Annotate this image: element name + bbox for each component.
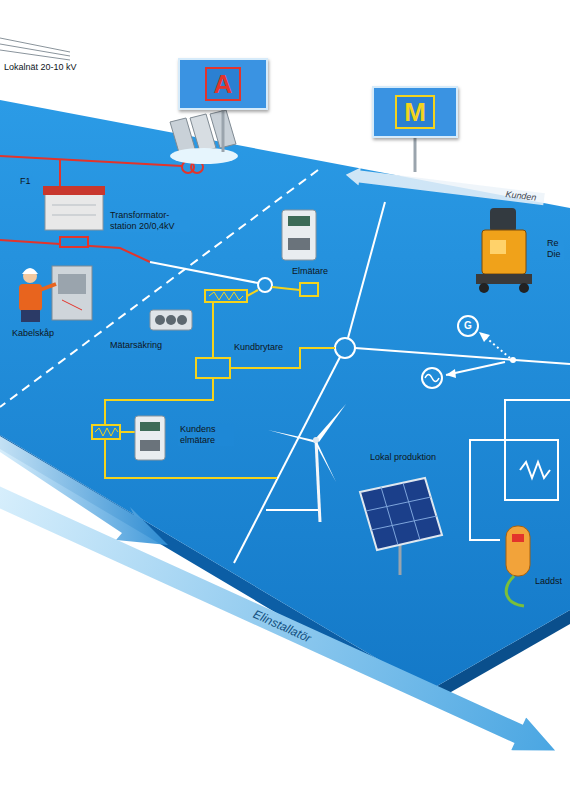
solar-panel — [360, 478, 442, 550]
fuse-knob — [166, 315, 176, 325]
part-label: Re Die — [546, 238, 564, 260]
turbine-tower — [316, 440, 320, 522]
charger-display — [512, 534, 524, 542]
meter-dial — [288, 238, 310, 250]
white-wire — [348, 202, 385, 338]
part-label: Kabelskåp — [10, 328, 56, 339]
red-wire — [59, 159, 61, 190]
part-label: Lokal produktion — [368, 452, 438, 463]
white-wire — [355, 348, 570, 364]
generator-panel — [490, 240, 506, 254]
meter-screen — [288, 216, 310, 226]
white-wire — [505, 440, 558, 500]
fuse-symbol — [205, 290, 247, 302]
worker-helmet — [22, 268, 38, 274]
arrow-head — [479, 332, 490, 342]
sine-symbol — [425, 375, 439, 382]
cable-cabinet — [52, 266, 92, 320]
station-roof — [43, 186, 105, 195]
red-wire — [0, 156, 182, 166]
fuse-zigzag — [209, 292, 243, 300]
arrow-body — [0, 477, 563, 767]
worker-legs — [21, 310, 40, 322]
part-label: Mätarsäkring — [108, 340, 164, 351]
meter-dial — [140, 440, 160, 451]
breaker-symbol — [196, 358, 230, 378]
charger — [506, 526, 530, 576]
meter-icon — [135, 416, 165, 460]
junction-circle — [335, 338, 355, 358]
white-wire — [234, 357, 340, 563]
yellow-wire — [120, 431, 135, 433]
turbine-hub — [313, 437, 319, 443]
turbine-blade — [316, 404, 346, 442]
junction-dot — [510, 357, 516, 363]
meter-icon — [282, 210, 316, 260]
fuse-knob — [155, 315, 165, 325]
sign-letter: A — [205, 67, 242, 101]
fuse-knob — [177, 315, 187, 325]
fuse-panel — [150, 310, 192, 330]
worker-arm — [40, 284, 56, 290]
charger-cable — [506, 576, 524, 606]
dotted-arrow — [484, 336, 510, 358]
worker-body — [19, 284, 42, 311]
inverter-symbol — [422, 368, 442, 388]
network-label: Lokalnät 20-10 kV — [2, 62, 79, 73]
fuse-zigzag — [95, 428, 118, 436]
part-label: Kundbrytare — [232, 342, 285, 353]
power-line — [0, 50, 70, 60]
meter-symbol — [300, 283, 318, 296]
fuse-label: F1 — [18, 176, 33, 187]
white-wire — [150, 262, 258, 283]
sign-post — [222, 108, 225, 152]
station-building — [45, 192, 103, 230]
symbol-letter: G — [462, 320, 474, 332]
turbine-blade — [268, 430, 316, 443]
boundary-dashed — [0, 170, 318, 407]
sign-board: M — [372, 86, 458, 138]
part-label: Transformator- station 20/0,4kV — [108, 210, 190, 232]
fuse-symbol — [60, 237, 88, 247]
turbine-blade — [314, 441, 336, 482]
part-label: Elmätare — [290, 266, 330, 277]
panel-grid — [366, 483, 437, 545]
customer-wires — [92, 283, 335, 478]
power-line — [0, 44, 70, 56]
power-lines — [0, 38, 70, 60]
sign-letter: M — [395, 95, 435, 129]
yellow-wire — [212, 302, 214, 358]
meter-screen — [140, 422, 160, 431]
generator-reel — [490, 208, 516, 232]
generator-body — [482, 230, 526, 274]
arrow-head — [446, 369, 456, 378]
worker-head — [23, 269, 37, 283]
high-voltage-wires — [0, 156, 203, 262]
platform — [0, 100, 570, 690]
generator-base — [476, 274, 532, 284]
station-grille — [52, 205, 96, 206]
junction-circle — [258, 278, 272, 292]
generator-symbol — [458, 316, 478, 336]
cabinet-wire — [62, 300, 82, 310]
white-wire — [266, 509, 318, 511]
white-wire — [470, 400, 570, 540]
sign-post — [414, 136, 417, 172]
part-label: Laddst — [533, 576, 564, 587]
cabinet-panel — [58, 274, 86, 294]
sign-board: A — [178, 58, 268, 110]
yellow-wire — [247, 290, 258, 296]
part-label: Kundens elmätare — [178, 424, 234, 446]
generator-wheel — [479, 283, 489, 293]
arrow-body — [345, 166, 546, 208]
yellow-wire — [272, 287, 300, 290]
resistor-symbol — [520, 462, 550, 478]
water — [170, 148, 238, 164]
fuse-symbol — [92, 425, 120, 439]
generator-wheel — [519, 283, 529, 293]
station-grille — [52, 215, 96, 216]
